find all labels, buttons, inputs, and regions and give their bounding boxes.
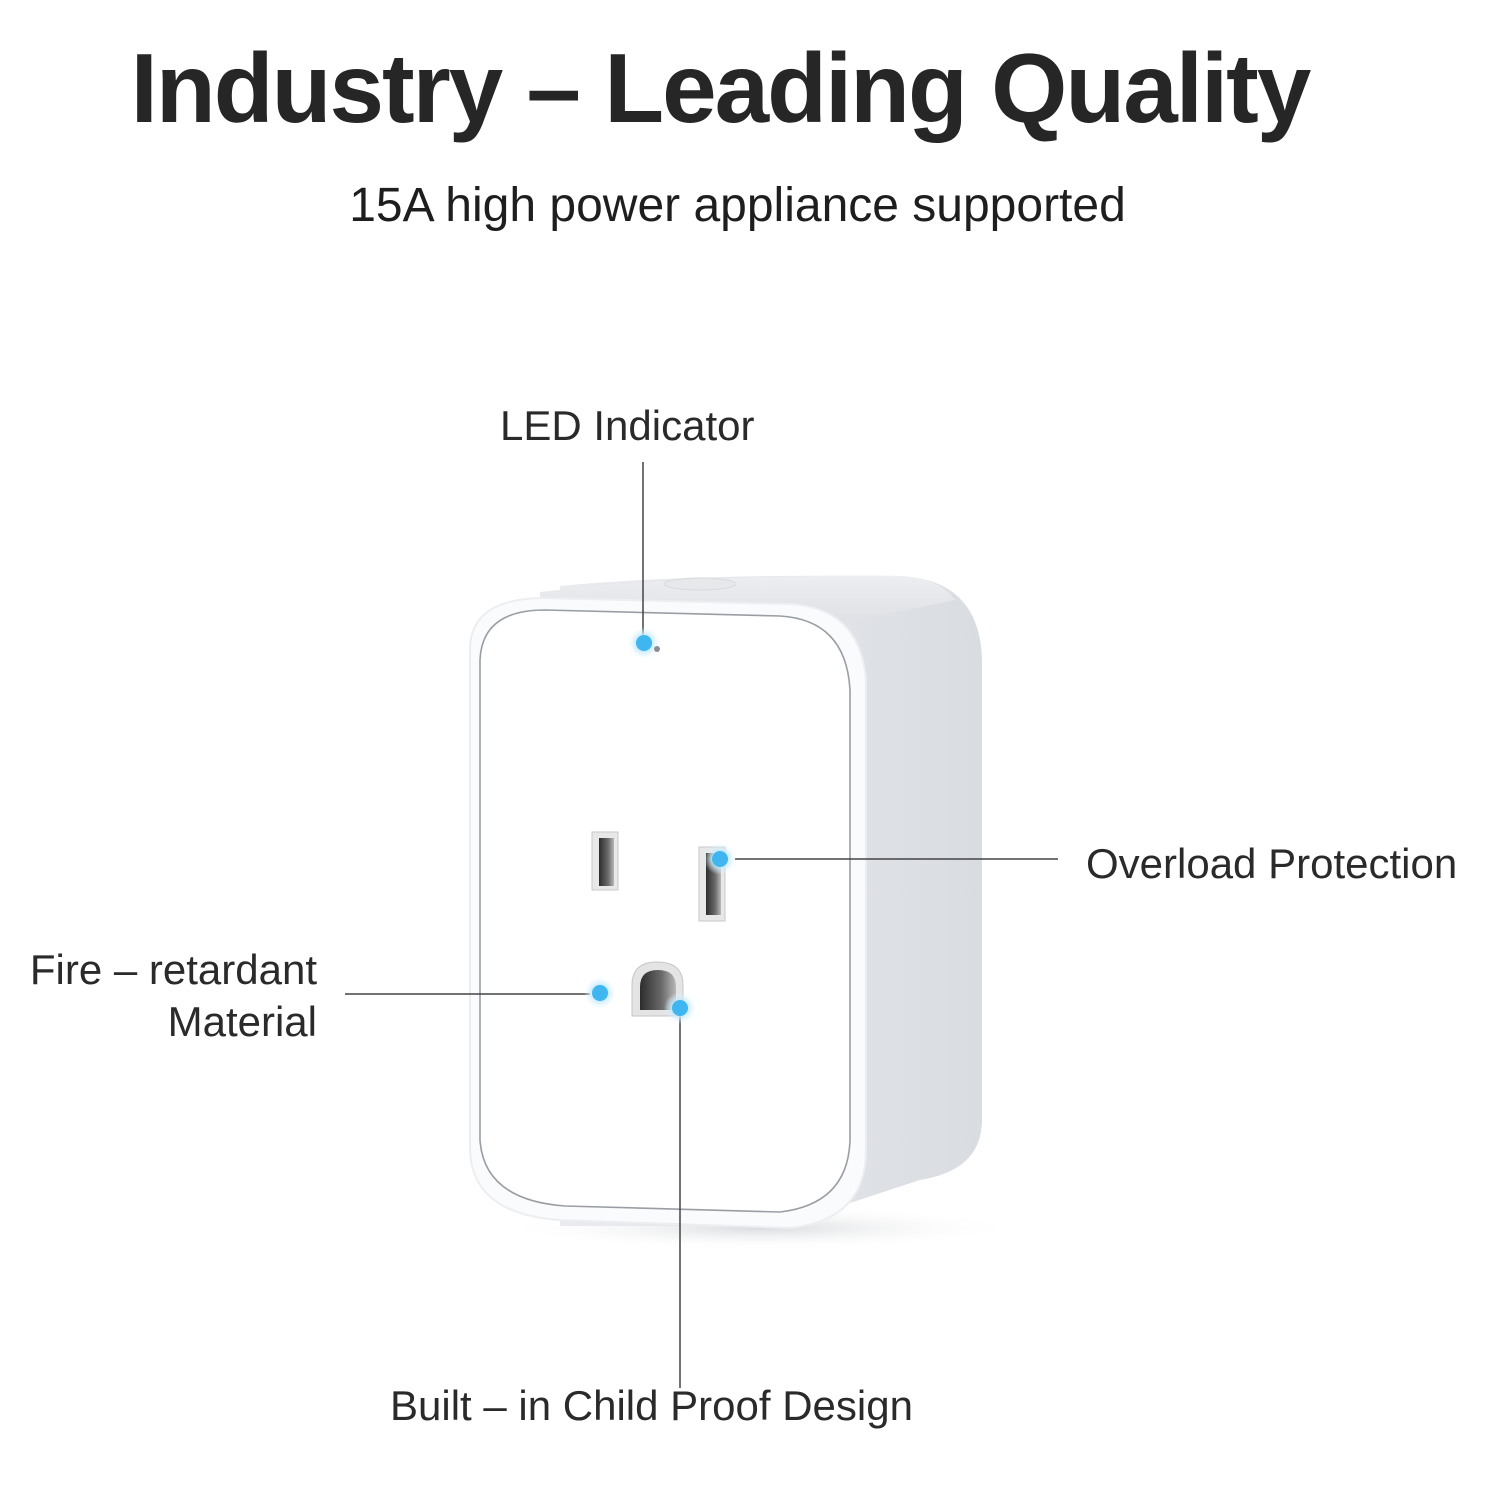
callout-child-proof: Built – in Child Proof Design [390,1382,913,1429]
overload-marker-icon [704,843,736,875]
child-marker-icon [664,992,696,1024]
page-title: Industry – Leading Quality [130,33,1312,143]
plug-front-inner [479,609,851,1213]
top-button [663,577,737,591]
outlet-slot-left [591,831,619,891]
callout-fire-retardant: Fire – retardant Material [30,944,317,1048]
callout-led-indicator: LED Indicator [500,402,755,449]
led-marker-icon [628,627,660,659]
callout-overload-protection: Overload Protection [1086,840,1458,887]
fire-marker-icon [584,977,616,1009]
callout-fire-line-2: Material [167,998,317,1045]
callout-fire-line-1: Fire – retardant [29,946,317,993]
page-subtitle: 15A high power appliance supported [349,179,1126,232]
